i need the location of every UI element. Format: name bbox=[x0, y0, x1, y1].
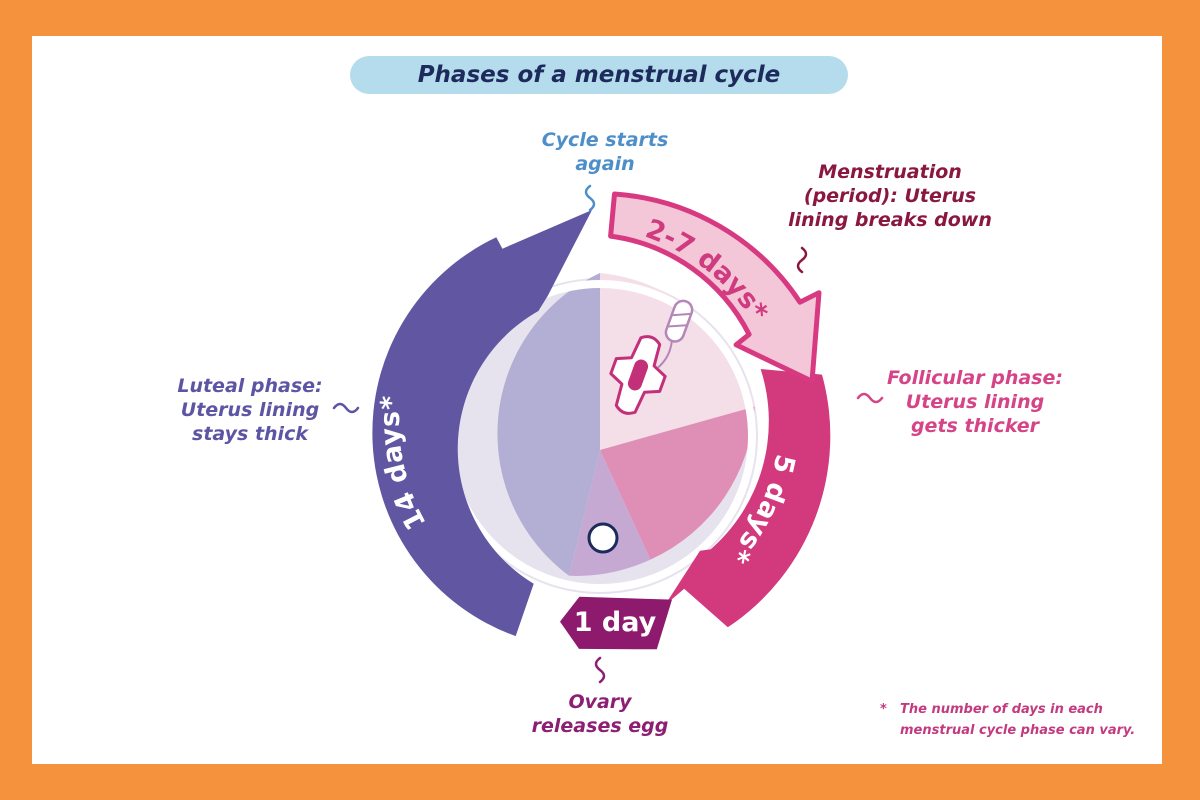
arrow-follicular bbox=[684, 369, 831, 628]
wedge-follicular bbox=[600, 406, 755, 560]
connector-luteal bbox=[332, 402, 360, 414]
sanitary-pad-icon bbox=[609, 335, 667, 415]
diagram-title: Phases of a menstrual cycle bbox=[417, 62, 781, 88]
diagram-card: Phases of a menstrual cycle Cycle starts… bbox=[32, 36, 1162, 764]
label-ovulation: Ovary releases egg bbox=[510, 690, 690, 738]
connector-cycle-start bbox=[584, 184, 596, 212]
arrow-luteal bbox=[372, 210, 592, 637]
connector-menstruation bbox=[796, 246, 808, 274]
label-line: Menstruation bbox=[818, 161, 962, 183]
arrow-ovulation bbox=[560, 596, 672, 650]
label-line: again bbox=[575, 153, 635, 175]
label-menstruation: Menstruation (period): Uterus lining bre… bbox=[760, 160, 1020, 232]
label-line: Cycle starts bbox=[541, 129, 669, 151]
label-follicular: Follicular phase: Uterus lining gets thi… bbox=[860, 366, 1090, 438]
label-cycle-starts: Cycle starts again bbox=[510, 128, 700, 176]
label-line: releases egg bbox=[531, 715, 669, 737]
egg-icon bbox=[587, 522, 619, 554]
footnote-text: The number of days in each menstrual cyc… bbox=[900, 702, 1136, 738]
connector-ovulation bbox=[594, 656, 606, 684]
arrow-menstruation bbox=[608, 191, 822, 384]
label-line: Uterus lining bbox=[905, 391, 1045, 413]
label-line: Ovary bbox=[568, 691, 632, 713]
label-line: Uterus lining bbox=[180, 399, 320, 421]
connector-follicular bbox=[856, 392, 884, 404]
title-pill: Phases of a menstrual cycle bbox=[350, 56, 848, 94]
arrow-follicular-head bbox=[664, 546, 735, 606]
label-line: stays thick bbox=[192, 423, 308, 445]
wedge-luteal bbox=[497, 273, 600, 576]
tampon-icon bbox=[657, 299, 694, 369]
label-line: gets thicker bbox=[910, 415, 1040, 437]
label-line: Luteal phase: bbox=[177, 375, 323, 397]
footnote-marker: * bbox=[880, 702, 887, 717]
footnote: * The number of days in each menstrual c… bbox=[880, 699, 1150, 741]
cycle-diagram: 2-7 days* 5 days* 14 days* 1 day bbox=[332, 184, 884, 684]
label-line: lining breaks down bbox=[788, 209, 992, 231]
label-line: (period): Uterus bbox=[803, 185, 977, 207]
duration-ovulation: 1 day bbox=[574, 607, 657, 638]
label-luteal: Luteal phase: Uterus lining stays thick bbox=[150, 374, 350, 446]
label-line: Follicular phase: bbox=[887, 367, 1063, 389]
